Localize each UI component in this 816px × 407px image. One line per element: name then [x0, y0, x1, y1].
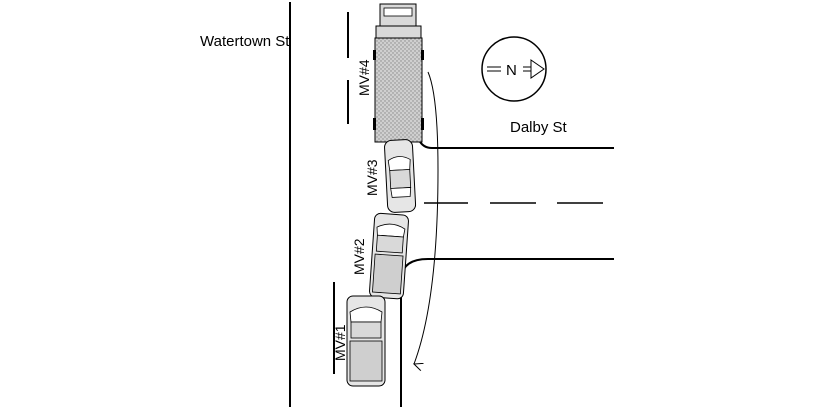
label-mv4: MV#4	[356, 59, 372, 96]
vehicle-mv4	[373, 3, 424, 143]
north-arrow-icon: N	[481, 36, 547, 102]
vehicle-mv3	[384, 139, 417, 213]
street-label-watertown: Watertown St	[200, 33, 290, 50]
compass-label: N	[506, 62, 517, 79]
vehicle-mv2	[369, 212, 409, 300]
travel-path-arrow	[414, 71, 439, 364]
dalby-north-curb	[418, 139, 614, 149]
label-mv2: MV#2	[351, 238, 367, 275]
label-mv3: MV#3	[364, 159, 380, 196]
vehicle-mv1	[346, 295, 386, 387]
label-mv1: MV#1	[332, 324, 348, 361]
street-label-dalby: Dalby St	[510, 119, 568, 136]
